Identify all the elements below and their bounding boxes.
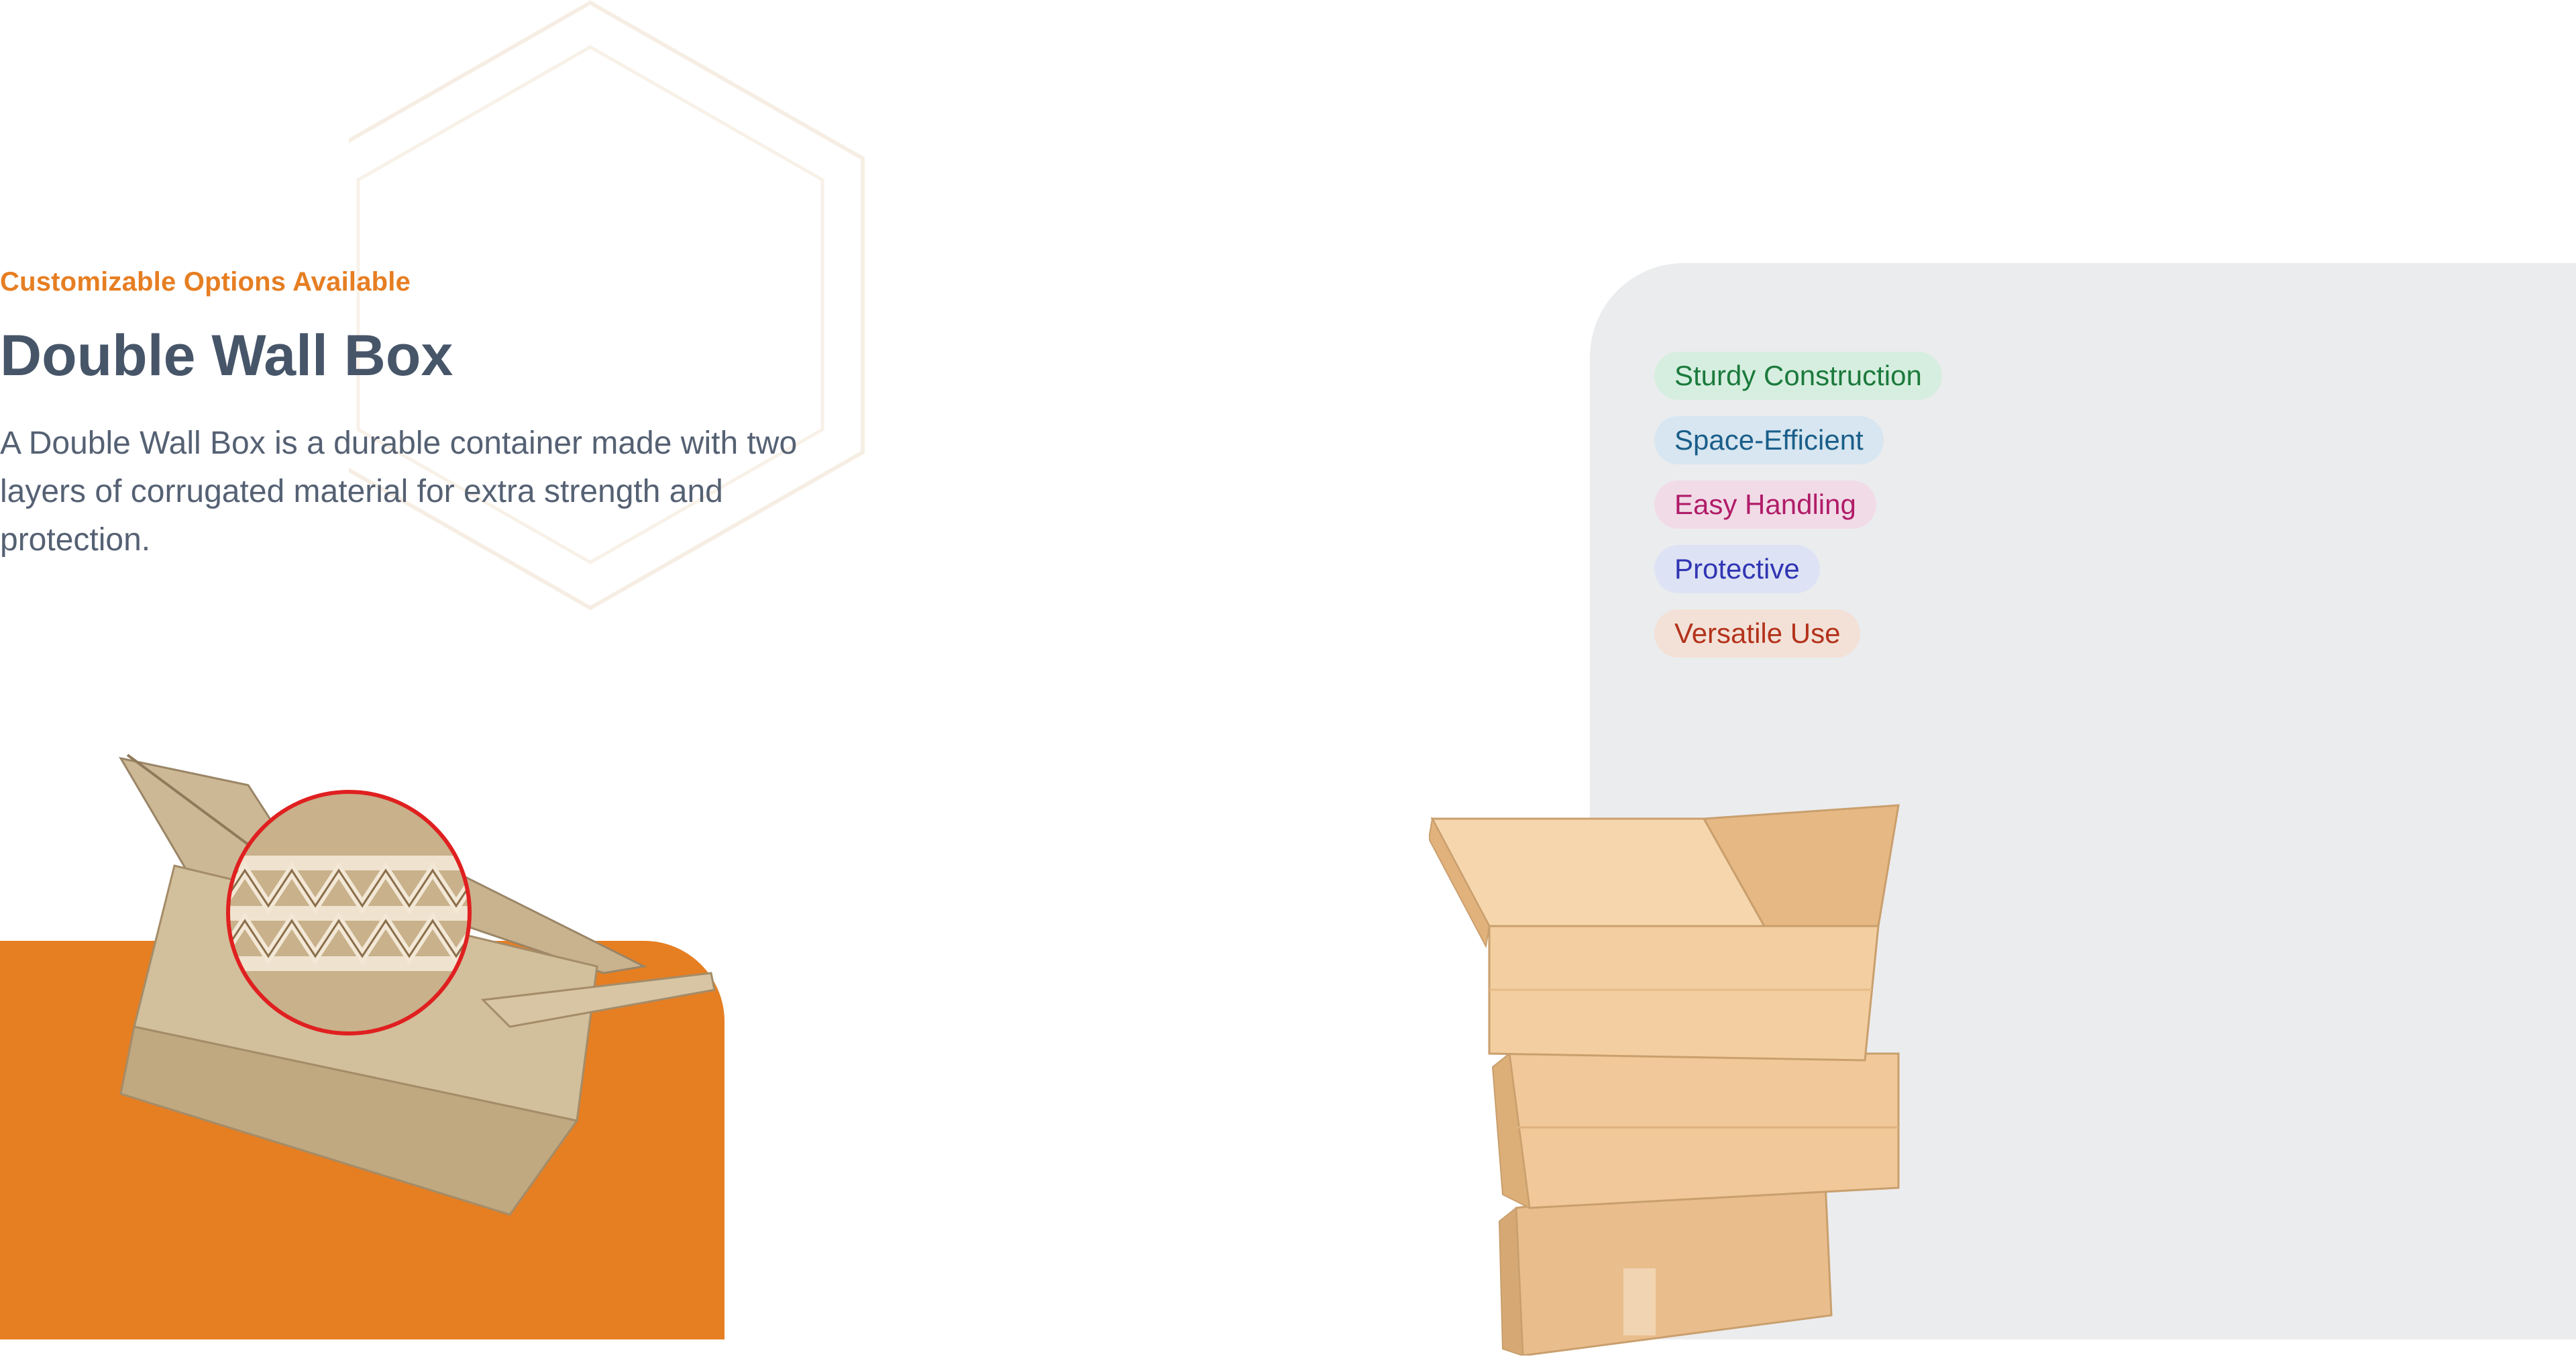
page-title: Double Wall Box — [0, 323, 453, 388]
feature-tag: Easy Handling — [1654, 480, 1876, 529]
product-description: A Double Wall Box is a durable container… — [0, 425, 798, 558]
stacked-boxes-image — [1429, 804, 1900, 1356]
hexagon-outline-decoration — [309, 0, 865, 611]
feature-tag: Versatile Use — [1654, 609, 1861, 658]
eyebrow-label: Customizable Options Available — [0, 267, 411, 297]
double-wall-box-image — [118, 754, 716, 1216]
feature-tag: Protective — [1654, 545, 1820, 593]
feature-tag: Sturdy Construction — [1654, 352, 1942, 400]
feature-tag: Space-Efficient — [1654, 416, 1884, 464]
